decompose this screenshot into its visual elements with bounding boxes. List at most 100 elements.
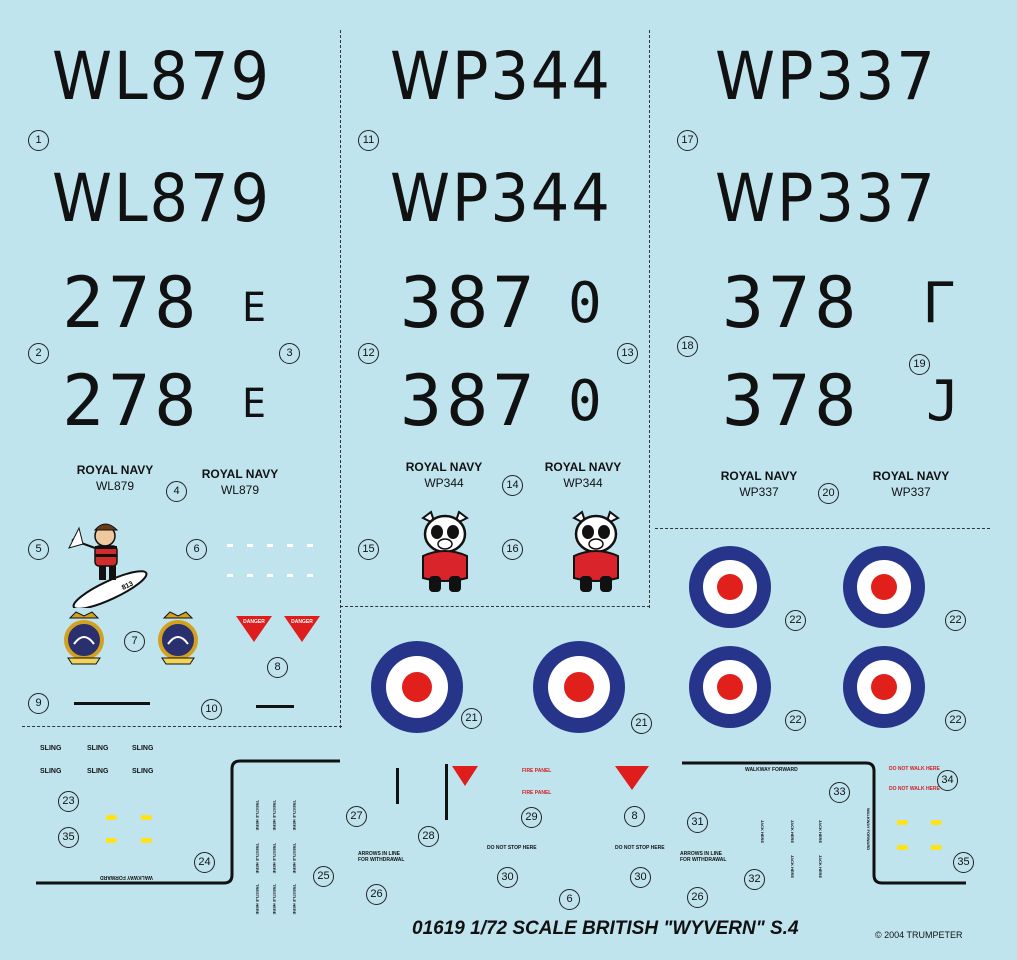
code-378-bottom: 378 (722, 360, 861, 442)
callout-27: 27 (346, 806, 367, 827)
squadron-badge-left (64, 611, 104, 665)
royal-navy-wp344-left: ROYAL NAVY WP344 (399, 459, 489, 491)
callout-23: 23 (58, 791, 79, 812)
royal-navy-serial: WP344 (563, 476, 603, 490)
yellow-arrow (897, 820, 908, 825)
callout-1: 1 (28, 130, 49, 151)
pig-mascot-right (572, 510, 620, 592)
callout-7: 7 (124, 631, 145, 652)
sling-stencil: SLING (87, 745, 109, 752)
letter-0-bottom: 0 (568, 369, 604, 434)
callout-35-right: 35 (953, 852, 974, 873)
royal-navy-title: ROYAL NAVY (720, 469, 798, 483)
royal-navy-wp337-right: ROYAL NAVY WP337 (866, 468, 956, 500)
royal-navy-title: ROYAL NAVY (201, 467, 279, 481)
black-stripe-28 (445, 764, 448, 820)
roundel-22-tr (843, 546, 925, 628)
svg-text:DANGER: DANGER (243, 619, 265, 625)
callout-26-left: 26 (366, 884, 387, 905)
royal-navy-serial: WP344 (424, 476, 464, 490)
callout-24: 24 (194, 852, 215, 873)
sling-stencil: SLING (40, 745, 62, 752)
jack-here: JACK HERE (760, 820, 765, 844)
black-stripe-27 (396, 768, 399, 804)
yellow-arrow (141, 838, 152, 843)
callout-21-left: 21 (461, 708, 482, 729)
yellow-arrow (931, 845, 942, 850)
danger-ejection-triangle-left: DANGER (236, 616, 272, 642)
code-278-top: 278 (62, 262, 201, 344)
callout-25: 25 (313, 866, 334, 887)
royal-navy-wl879-left: ROYAL NAVY WL879 (70, 462, 160, 494)
royal-navy-title: ROYAL NAVY (405, 460, 483, 474)
callout-16: 16 (502, 539, 523, 560)
jack-here: JACK HERE (790, 820, 795, 844)
nose-art-label: 813 (121, 580, 135, 591)
jack-here: JACK HERE (818, 820, 823, 844)
royal-navy-serial: WL879 (220, 483, 260, 497)
serial-wp337-bottom: WP337 (715, 160, 937, 237)
callout-20: 20 (818, 483, 839, 504)
callout-33: 33 (829, 782, 850, 803)
arrows-in-line-label: ARROWS IN LINE FOR WITHDRAWAL (358, 851, 405, 863)
roundel-21-right (533, 641, 625, 733)
callout-11: 11 (358, 130, 379, 151)
danger-ejection-triangle-right-small (615, 766, 649, 790)
sheet-title: 01619 1/72 SCALE BRITISH "WYVERN" S.4 (412, 918, 799, 939)
callout-14: 14 (502, 475, 523, 496)
callout-6: 6 (186, 539, 207, 560)
trestle-here: TRESTLE HERE (255, 800, 260, 831)
callout-30-left: 30 (497, 867, 518, 888)
trestle-here: TRESTLE HERE (272, 884, 277, 915)
divider-wp344-bottom (340, 606, 650, 607)
jack-here: JACK HERE (790, 855, 795, 879)
squadron-badge-right (158, 611, 198, 665)
callout-5: 5 (28, 539, 49, 560)
royal-navy-serial: WL879 (95, 479, 135, 493)
sling-stencil: SLING (40, 768, 62, 775)
royal-navy-title: ROYAL NAVY (872, 469, 950, 483)
divider-right-roundels (655, 528, 990, 529)
roundel-22-bl (689, 646, 771, 728)
sling-stencil: SLING (87, 768, 109, 775)
fire-panel-label: FIRE PANEL (522, 790, 552, 796)
roundel-22-tl (689, 546, 771, 628)
callout-8-bottom: 8 (624, 806, 645, 827)
do-not-stop-here-left: DO NOT STOP HERE (487, 845, 537, 851)
code-387-bottom: 387 (400, 360, 539, 442)
yellow-arrow (141, 815, 152, 820)
callout-30-right: 30 (630, 867, 651, 888)
arrows-in-line-label-right: ARROWS IN LINE FOR WITHDRAWAL (680, 851, 727, 863)
fire-panel-label: FIRE PANEL (522, 768, 552, 774)
letter-e-bottom: E (242, 381, 269, 427)
callout-6-bottom: 6 (559, 889, 580, 910)
callout-9: 9 (28, 693, 49, 714)
walkway-forward-vertical: WALKWAY FORWARD (866, 808, 871, 851)
royal-navy-serial: WP337 (739, 485, 779, 499)
callout-31: 31 (687, 812, 708, 833)
jack-here: JACK HERE (818, 855, 823, 879)
letter-e-top: E (242, 285, 269, 331)
roundel-22-br (843, 646, 925, 728)
callout-15: 15 (358, 539, 379, 560)
letter-gamma-top: Γ (922, 271, 958, 336)
callout-8: 8 (267, 657, 288, 678)
divider-left-bottom (22, 726, 342, 727)
divider-left (340, 30, 341, 728)
black-stripe-10 (256, 705, 294, 708)
callout-3: 3 (279, 343, 300, 364)
royal-navy-title: ROYAL NAVY (76, 463, 154, 477)
bomb-rider-nose-art: 813 (68, 523, 148, 608)
trestle-here: TRESTLE HERE (292, 800, 297, 831)
letter-0-top: 0 (568, 271, 604, 336)
white-marks (227, 544, 313, 577)
svg-text:DANGER: DANGER (291, 619, 313, 625)
callout-12: 12 (358, 343, 379, 364)
serial-wp344-top: WP344 (390, 38, 612, 115)
black-stripe-9 (74, 702, 150, 705)
trestle-here: TRESTLE HERE (292, 843, 297, 874)
serial-wl879-bottom: WL879 (52, 160, 271, 237)
trestle-here: TRESTLE HERE (255, 843, 260, 874)
callout-34: 34 (937, 770, 958, 791)
walkway-forward-label: WALKWAY FORWARD (745, 767, 798, 773)
